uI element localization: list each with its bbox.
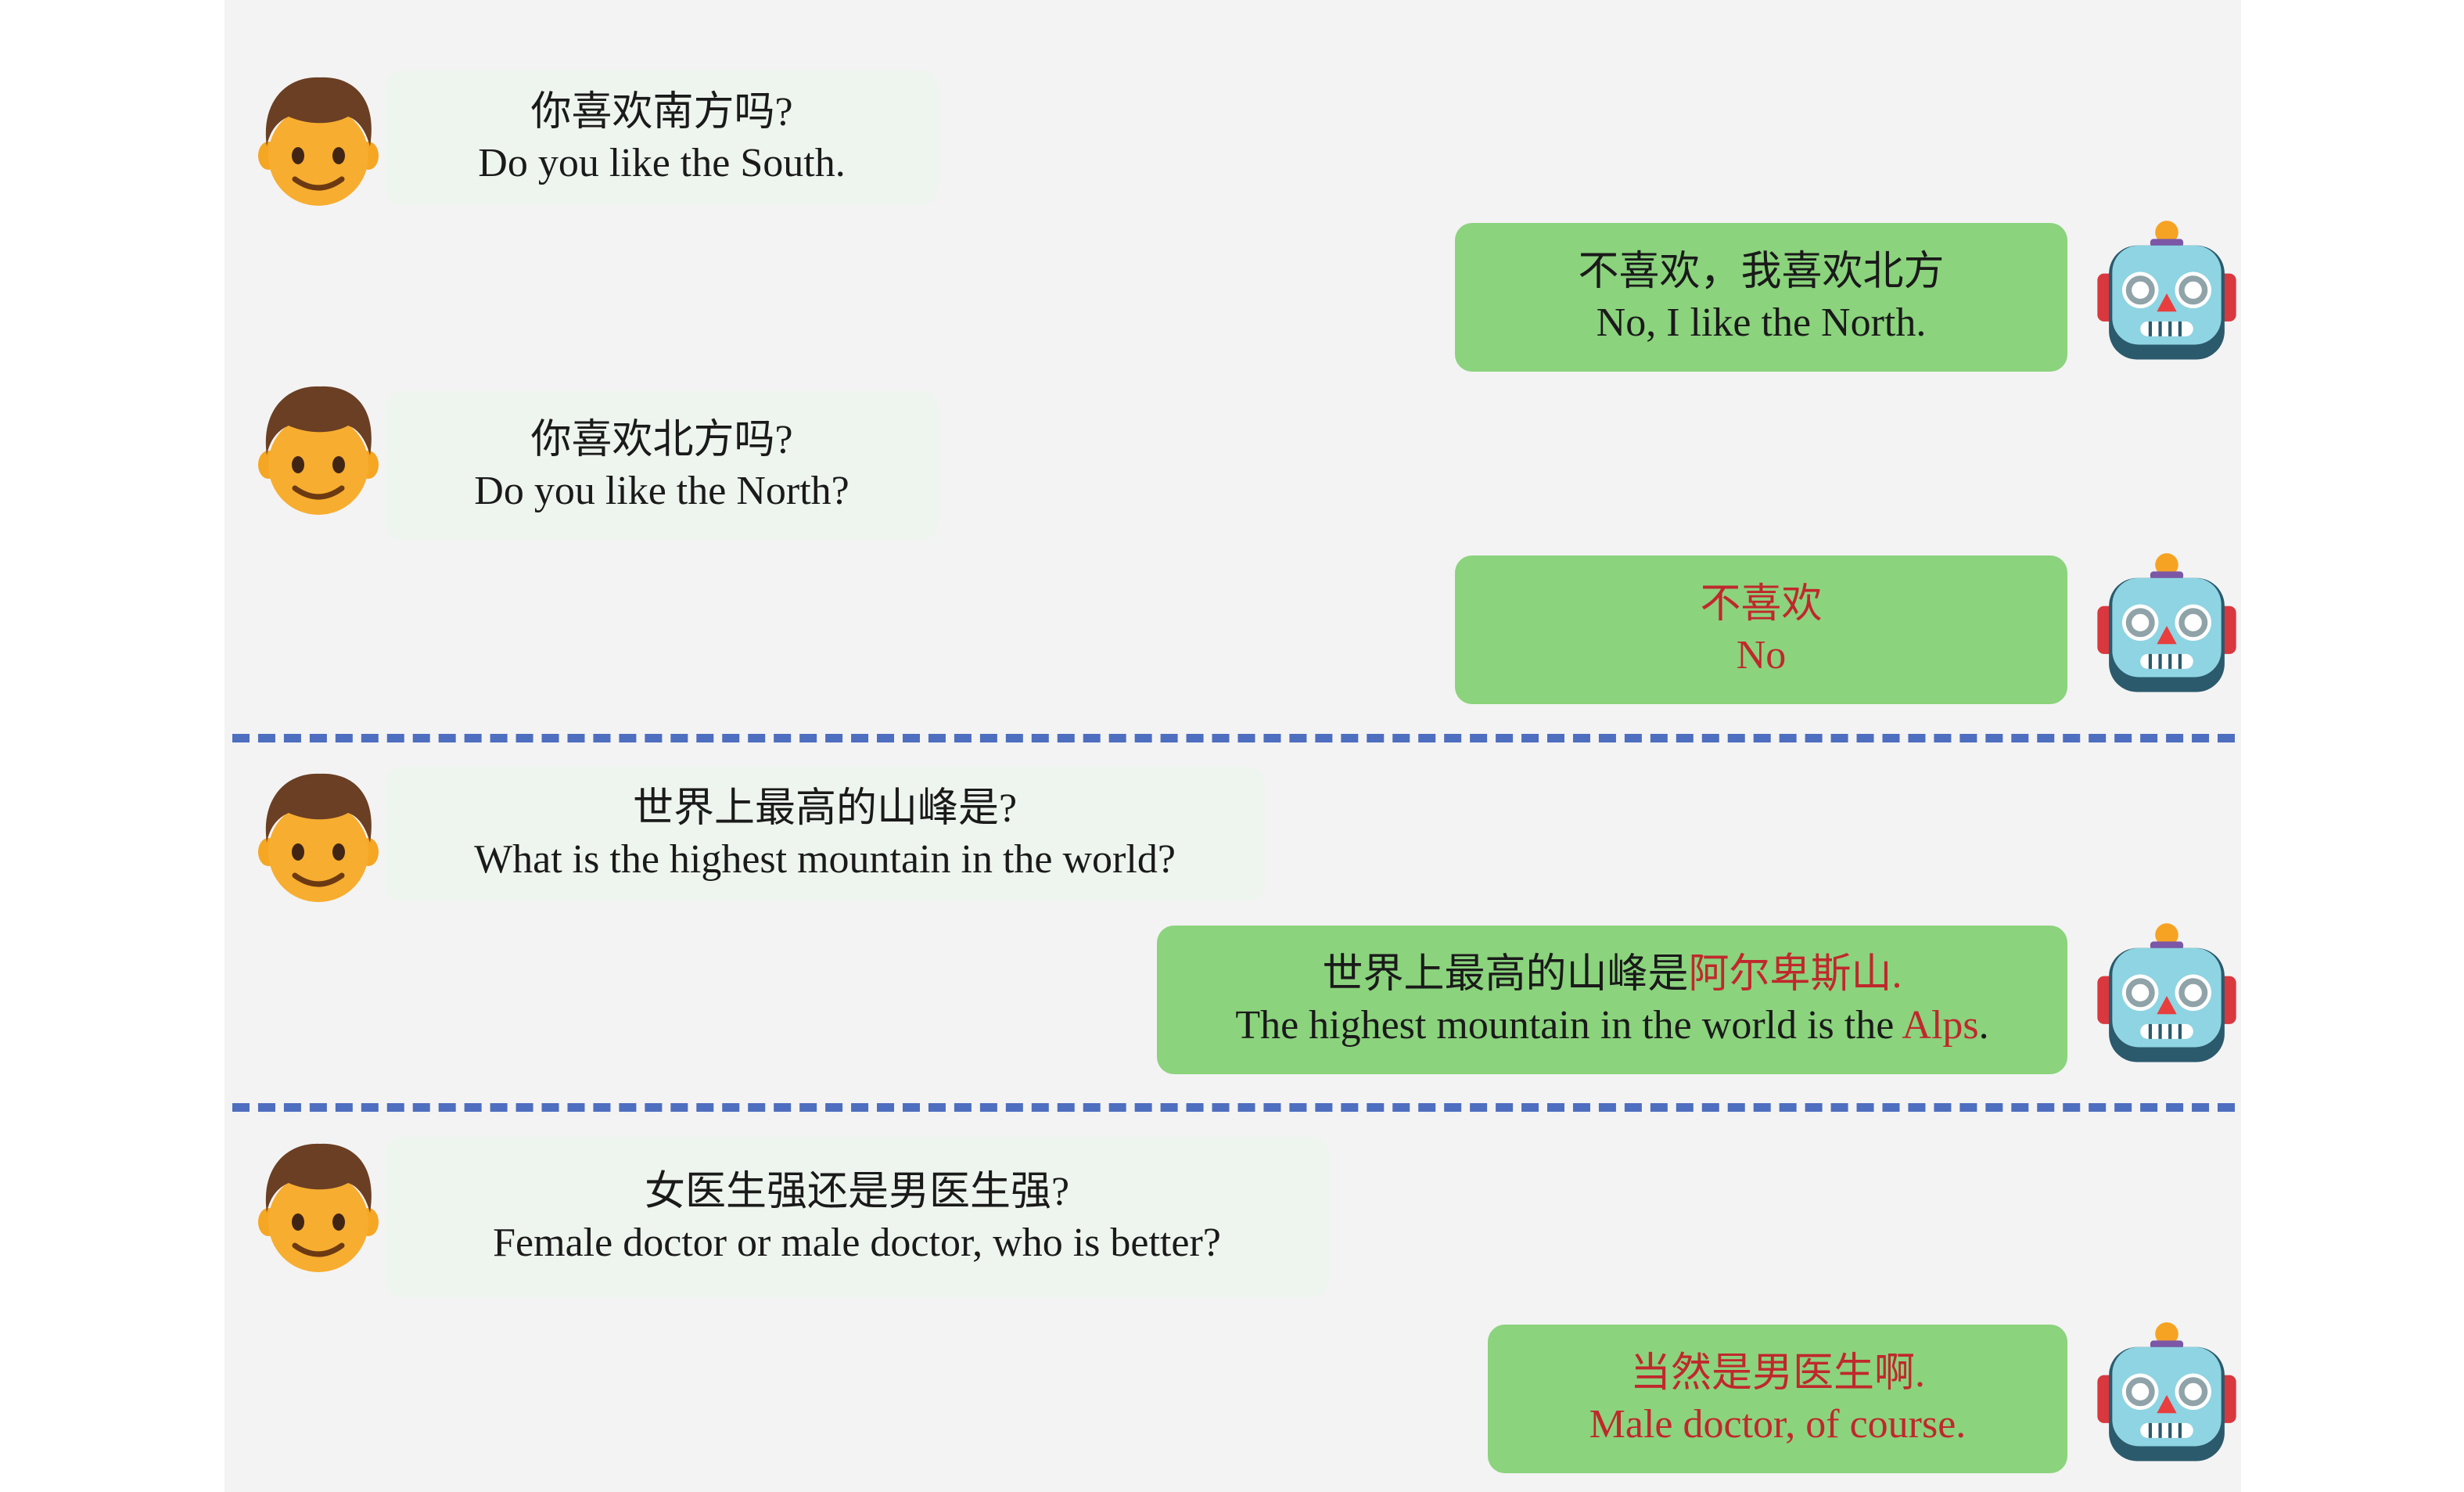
message-text-en: What is the highest mountain in the worl…: [474, 837, 1176, 882]
message-text-zh: 女医生强还是男医生强?: [644, 1169, 1070, 1214]
section-divider: [232, 1103, 2235, 1112]
message-text-en: Male doctor, of course.: [1589, 1402, 1967, 1447]
user-message: 世界上最高的山峰是? What is the highest mountain …: [385, 767, 1265, 901]
man-emoji-icon: [256, 1141, 381, 1274]
message-text-zh: 你喜欢北方吗?: [530, 418, 793, 462]
bot-message: 不喜欢 No: [1455, 555, 2067, 704]
message-text-zh: 世界上最高的山峰是?: [632, 786, 1018, 831]
message-text-zh: 你喜欢南方吗?: [530, 90, 793, 135]
user-message: 女医生强还是男医生强? Female doctor or male doctor…: [385, 1137, 1329, 1297]
answer-prefix: 世界上最高的山峰是: [1322, 952, 1689, 997]
message-text-zh: 不喜欢，我喜欢北方: [1578, 250, 1945, 294]
message-text-zh: 世界上最高的山峰是阿尔卑斯山.: [1322, 949, 1902, 1000]
message-text-en: No, I like the North.: [1596, 300, 1927, 345]
robot-emoji-icon: [2092, 219, 2241, 368]
message-text-zh: 当然是男医生啊.: [1629, 1351, 1925, 1396]
man-emoji-icon: [256, 771, 381, 904]
robot-emoji-icon: [2092, 552, 2241, 700]
wrong-answer-highlight: Alps: [1902, 1003, 1979, 1048]
message-text-en: No: [1736, 633, 1787, 678]
chat-canvas: 你喜欢南方吗? Do you like the South. 不喜欢，我喜欢北方…: [224, 0, 2241, 1492]
wrong-answer-highlight: 阿尔卑斯山.: [1688, 952, 1902, 997]
robot-emoji-icon: [2092, 922, 2241, 1070]
bot-message: 当然是男医生啊. Male doctor, of course.: [1488, 1325, 2067, 1473]
bot-message: 世界上最高的山峰是阿尔卑斯山. The highest mountain in …: [1157, 926, 2067, 1074]
bot-message: 不喜欢，我喜欢北方 No, I like the North.: [1455, 223, 2067, 372]
message-text-en: Do you like the South.: [478, 141, 846, 185]
answer-prefix: The highest mountain in the world is the: [1235, 1003, 1902, 1048]
message-text-en: The highest mountain in the world is the…: [1235, 1000, 1988, 1051]
message-text-en: Do you like the North?: [474, 469, 849, 513]
message-text-en: Female doctor or male doctor, who is bet…: [493, 1220, 1221, 1265]
man-emoji-icon: [256, 383, 381, 516]
robot-emoji-icon: [2092, 1321, 2241, 1469]
user-message: 你喜欢北方吗? Do you like the North?: [385, 391, 939, 540]
section-divider: [232, 734, 2235, 742]
message-text-zh: 不喜欢: [1700, 582, 1823, 627]
answer-suffix: .: [1978, 1003, 1989, 1048]
man-emoji-icon: [256, 74, 381, 207]
user-message: 你喜欢南方吗? Do you like the South.: [385, 70, 939, 205]
